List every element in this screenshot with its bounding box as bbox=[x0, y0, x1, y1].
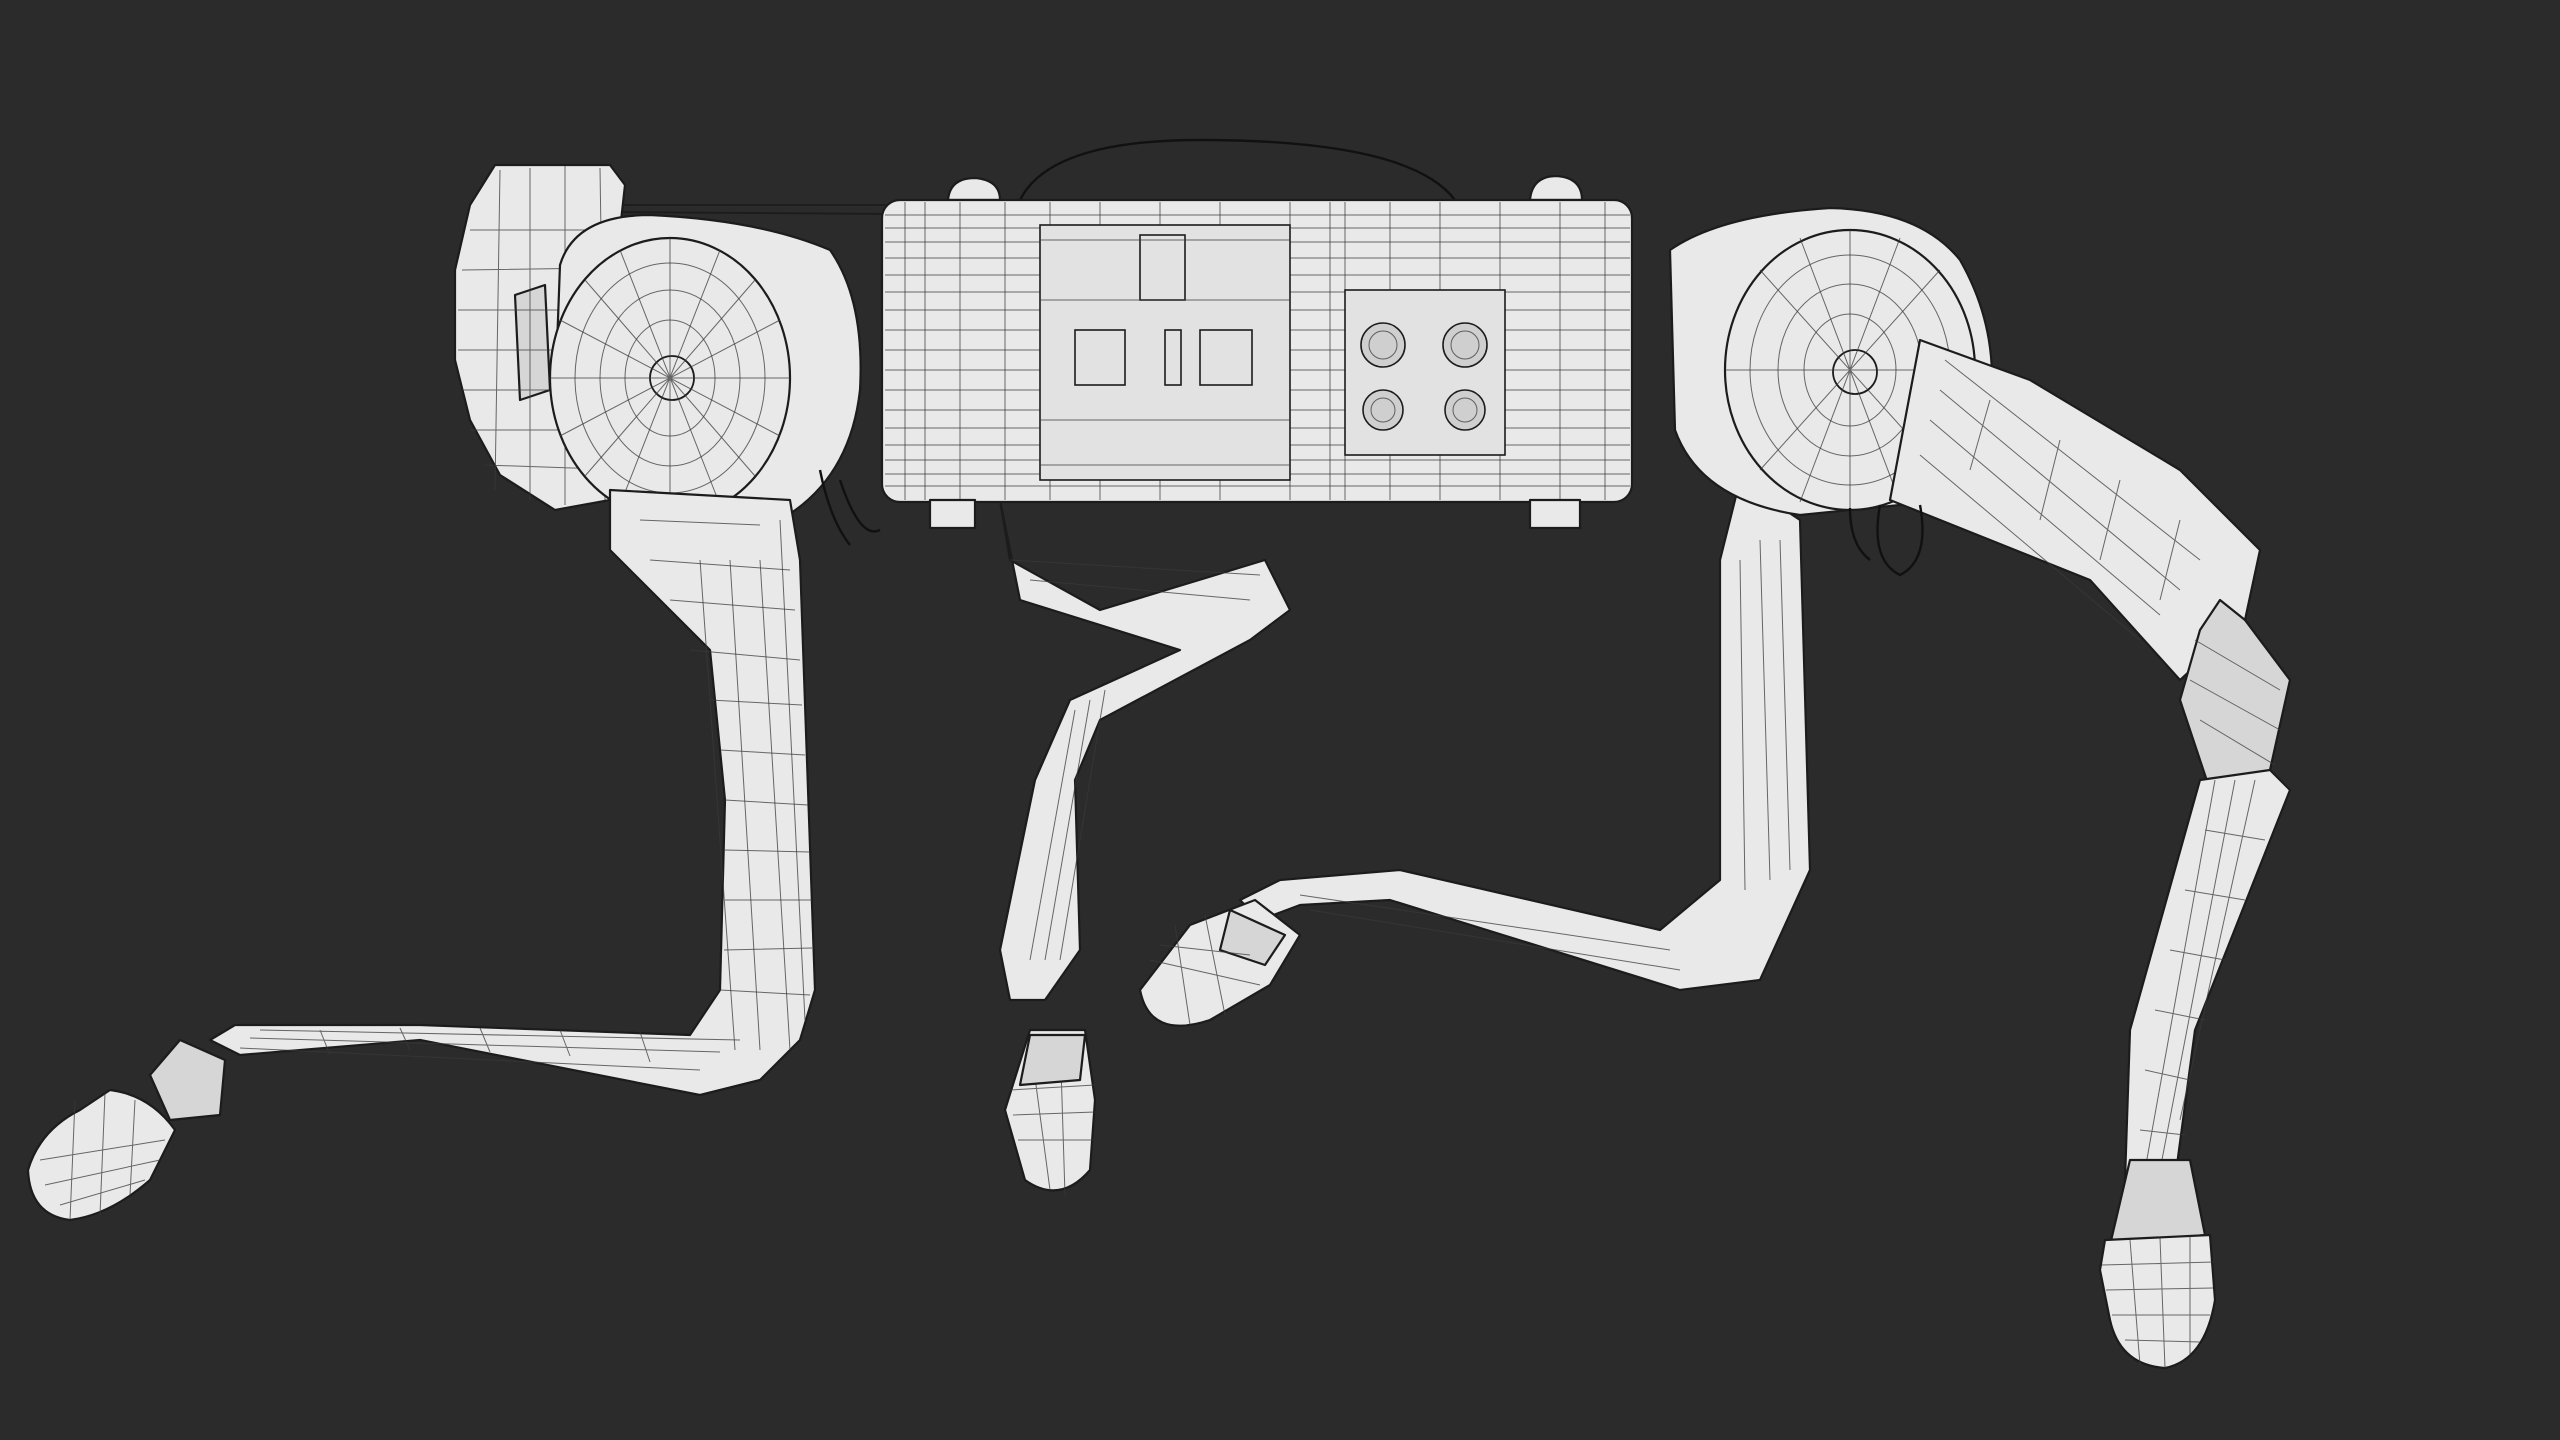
port-panel bbox=[1344, 289, 1506, 456]
robot-body bbox=[599, 138, 1634, 530]
rear-near-leg bbox=[1668, 206, 2292, 1370]
bottom-mount-rear bbox=[1528, 498, 1582, 530]
top-bump-front bbox=[946, 176, 1002, 202]
front-left-foot bbox=[26, 1088, 177, 1222]
front-left-leg bbox=[26, 488, 817, 1222]
rear-right-leg bbox=[1138, 478, 1812, 1027]
front-left-ankle bbox=[148, 1038, 227, 1122]
rear-left-leg bbox=[998, 498, 1292, 1196]
slot-right bbox=[1199, 329, 1253, 386]
slot-left bbox=[1074, 329, 1126, 386]
slot-center bbox=[1164, 329, 1182, 386]
front-sensor bbox=[513, 283, 552, 402]
latch bbox=[1139, 234, 1186, 301]
robot-head bbox=[453, 163, 881, 546]
port-connectors bbox=[1360, 322, 1488, 431]
carry-handle bbox=[1018, 138, 1456, 201]
top-bump-rear bbox=[1528, 174, 1584, 202]
bottom-mount-front bbox=[928, 498, 977, 530]
rear-foot bbox=[2098, 1233, 2217, 1370]
